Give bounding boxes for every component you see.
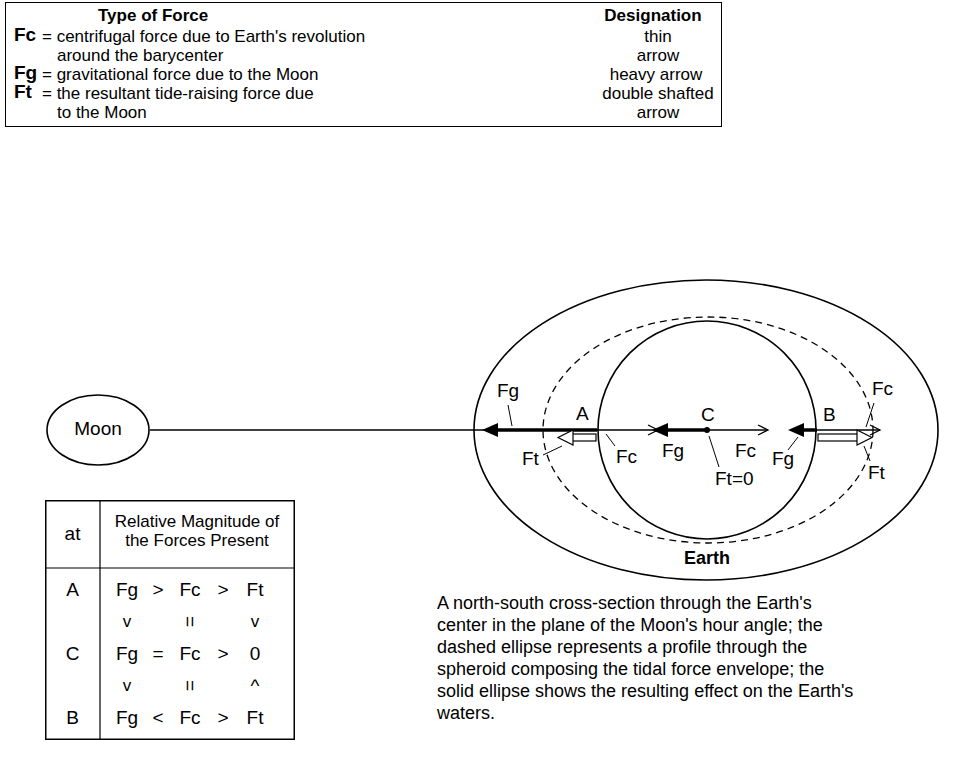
relation-sign: v [112,676,142,695]
force-term: Ft [240,580,270,599]
figure-caption: A north-south cross-section through the … [437,592,862,724]
magnitude-table: atRelative Magnitude of the Forces Prese… [45,500,295,740]
relation-sign: > [148,580,168,599]
force-label: Fc [735,440,756,462]
force-term: 0 [240,644,270,663]
force-label: Ft [522,448,539,470]
outline-path [598,321,816,539]
table-border [46,501,295,740]
force-label: Fc [616,446,637,468]
outline-path [47,395,149,465]
force-term: Fc [175,580,205,599]
force-term: Fc [175,708,205,727]
row-point: B [45,708,100,727]
row-point: A [45,580,100,599]
column-header: Relative Magnitude of the Forces Present [103,512,291,550]
column-header: at [45,524,100,543]
connector-line [150,429,597,431]
column-header: Designation [594,6,712,25]
row-point: C [45,644,100,663]
relation-sign: > [213,580,233,599]
center-point [704,427,710,433]
arrow-designation: heavy arrow [598,65,714,84]
force-term: Fc [175,644,205,663]
relation-sign: v [112,612,142,631]
point-label: C [701,404,715,426]
earth-circle: Earth [597,320,817,540]
leader-lines [508,403,874,467]
table-rule [45,567,295,568]
moon-circle: Moon [46,394,150,466]
force-label: Fg [497,380,519,402]
point-label: B [823,404,836,426]
body-label: Earth [637,548,777,569]
relation-sign: = [181,671,200,701]
relation-sign: ^ [240,676,270,695]
force-label: Fc [872,378,893,400]
relation-sign: > [213,708,233,727]
relation-sign: > [213,644,233,663]
force-label: Fg [662,440,684,462]
force-label: Ft [868,462,885,484]
arrow-designation: double shafted arrow [598,84,718,122]
relation-sign: < [148,708,168,727]
relation-sign: = [181,607,200,637]
outline-shape [597,320,817,540]
point-label: A [576,403,589,425]
force-definition: = centrifugal force due to Earth's revol… [42,27,394,65]
force-term: Fg [112,644,142,663]
body-label: Moon [46,418,150,440]
arrow-designation: thin arrow [628,27,688,65]
relation-sign: v [240,612,270,631]
force-label: Ft=0 [715,468,754,490]
relation-sign: = [148,644,168,663]
force-symbol: Ft [14,82,42,101]
double-shafted-arrows [558,430,872,445]
force-label: Fg [772,448,794,470]
force-symbol: Fg [14,63,42,82]
force-definition: = the resultant tide-raising force due t… [42,84,326,122]
table-rule [99,500,100,740]
force-definition: = gravitational force due to the Moon [42,65,562,84]
column-header: Type of Force [98,6,248,25]
force-symbol: Fc [14,25,42,44]
force-term: Fg [112,580,142,599]
force-term: Ft [240,708,270,727]
force-term: Fg [112,708,142,727]
force-table: Type of Force DesignationFc= centrifugal … [5,2,722,127]
